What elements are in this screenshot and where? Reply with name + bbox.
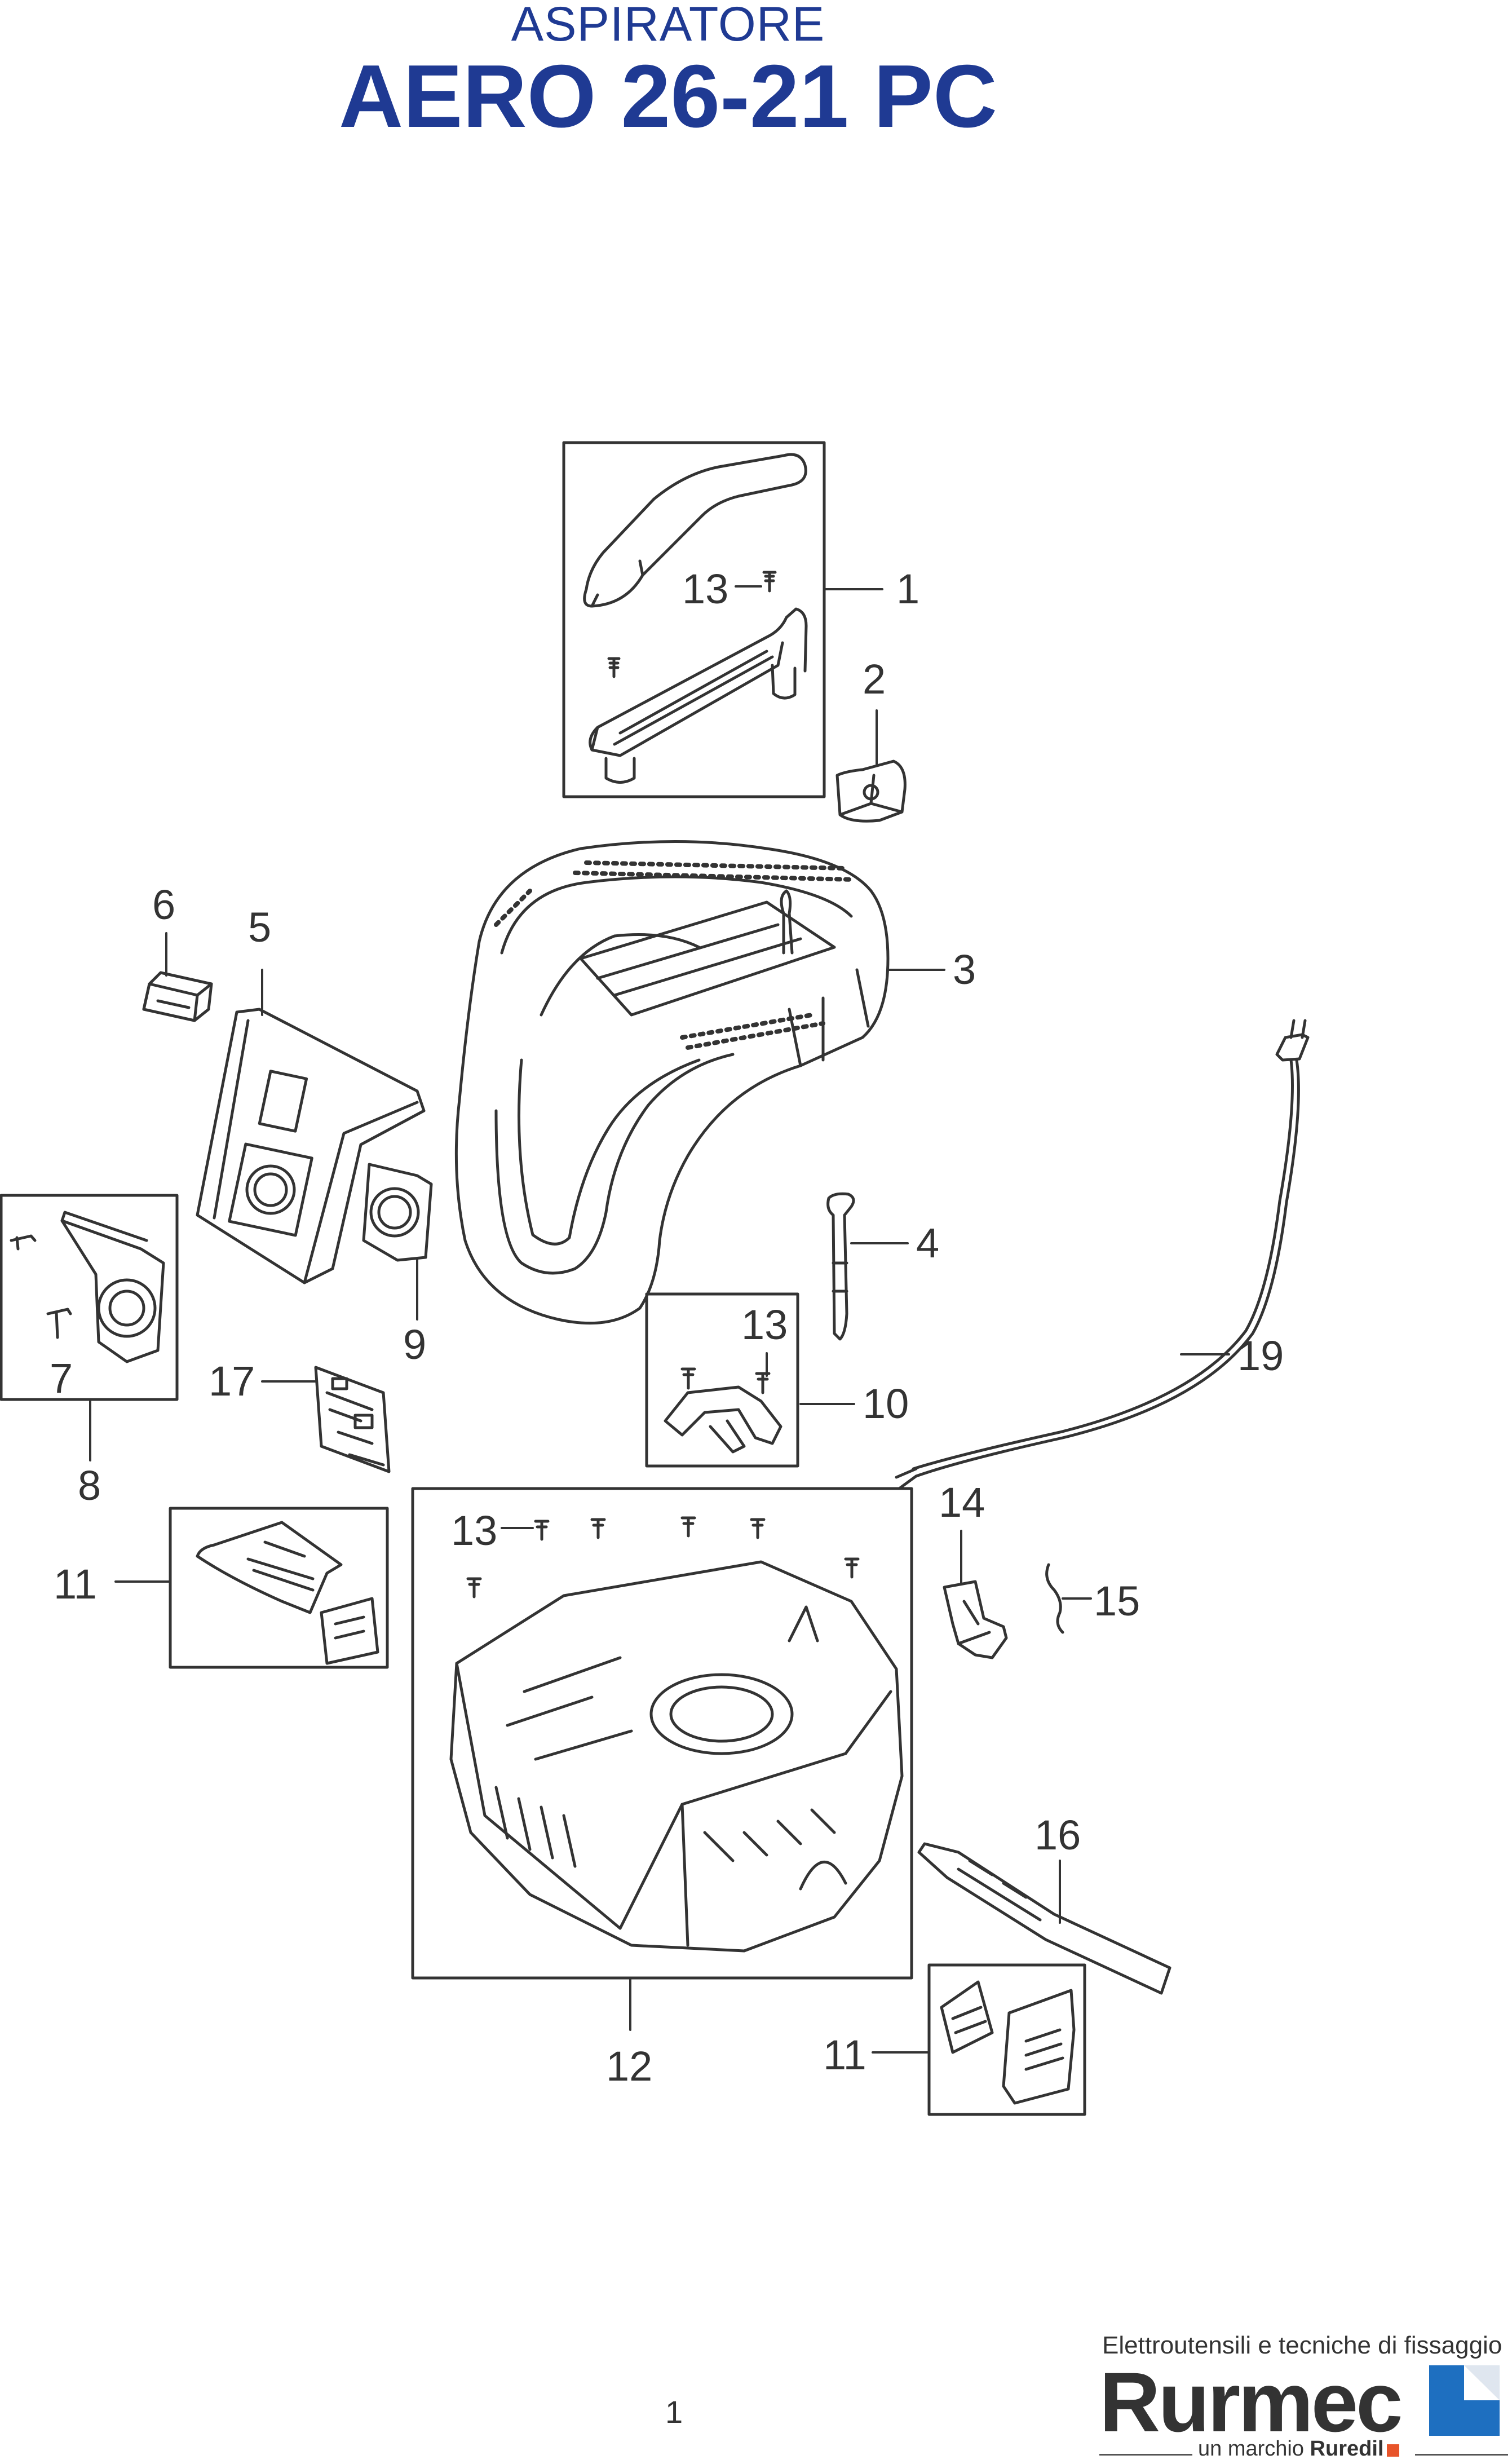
gasket-part (362, 1163, 433, 1262)
label-part-8: 8 (78, 1462, 101, 1509)
power-cord-part (895, 1019, 1310, 1490)
box-plate-assembly (645, 1292, 799, 1468)
box-socket-assembly (0, 1194, 179, 1401)
label-part-17: 17 (209, 1358, 255, 1405)
label-part-2: 2 (863, 656, 886, 703)
brand-tagline: Elettroutensili e tecniche di fissaggio (1102, 2331, 1502, 2359)
ruredil-mark-icon (1387, 2444, 1400, 2457)
brand-sub-name: Ruredil (1310, 2437, 1384, 2461)
spring-part (1045, 1563, 1064, 1634)
label-part-7: 7 (50, 1355, 73, 1402)
label-part-13c: 13 (451, 1507, 497, 1554)
label-part-11a: 11 (54, 1561, 97, 1608)
label-part-19: 19 (1237, 1332, 1284, 1379)
filter-cover-right-part (940, 1980, 1076, 2105)
clip-part (943, 1580, 1008, 1659)
rurmec-logo-icon (1429, 2365, 1500, 2436)
socket-part (10, 1211, 165, 1363)
label-part-13b: 13 (741, 1301, 788, 1348)
subtitle: ASPIRATORE (511, 0, 825, 51)
label-part-3: 3 (953, 946, 976, 993)
label-part-15: 15 (1094, 1578, 1140, 1624)
switch-part (142, 971, 213, 1022)
pin-part (826, 1192, 855, 1341)
box-handle-assembly (562, 441, 826, 798)
label-part-14: 14 (939, 1479, 985, 1526)
brand-sub-prefix: un marchio (1198, 2437, 1304, 2461)
box-motor-base (411, 1487, 913, 1980)
label-part-11b: 11 (823, 2032, 866, 2078)
brand-divider-right (1415, 2454, 1508, 2456)
circuit-board-part (314, 1366, 391, 1473)
top-housing-part (454, 840, 890, 1325)
latch-part (835, 759, 907, 823)
front-panel-part (196, 1008, 426, 1284)
handle-part (583, 453, 808, 784)
strap-part (917, 1842, 1171, 1995)
box-filter-cover-right (927, 1963, 1086, 2116)
page-number: 1 (665, 2394, 683, 2430)
filter-cover-left-part (196, 1521, 379, 1665)
page-title: AERO 26-21 PC (339, 47, 997, 146)
label-part-4: 4 (916, 1220, 939, 1266)
brand-subtitle: un marchio Ruredil (1198, 2437, 1400, 2461)
label-part-9: 9 (403, 1321, 426, 1368)
label-part-13a: 13 (682, 566, 728, 612)
label-part-5: 5 (248, 904, 271, 951)
motor-base-part (449, 1516, 904, 1953)
plate-part (664, 1367, 782, 1454)
box-filter-cover-left (169, 1507, 389, 1669)
label-part-12: 12 (606, 2043, 652, 2090)
brand-divider-left (1099, 2454, 1192, 2456)
label-part-10: 10 (863, 1380, 909, 1427)
label-part-6: 6 (152, 881, 175, 928)
label-part-16: 16 (1034, 1812, 1081, 1858)
brand-name: Rurmec (1099, 2355, 1403, 2449)
label-part-1: 1 (896, 566, 919, 612)
